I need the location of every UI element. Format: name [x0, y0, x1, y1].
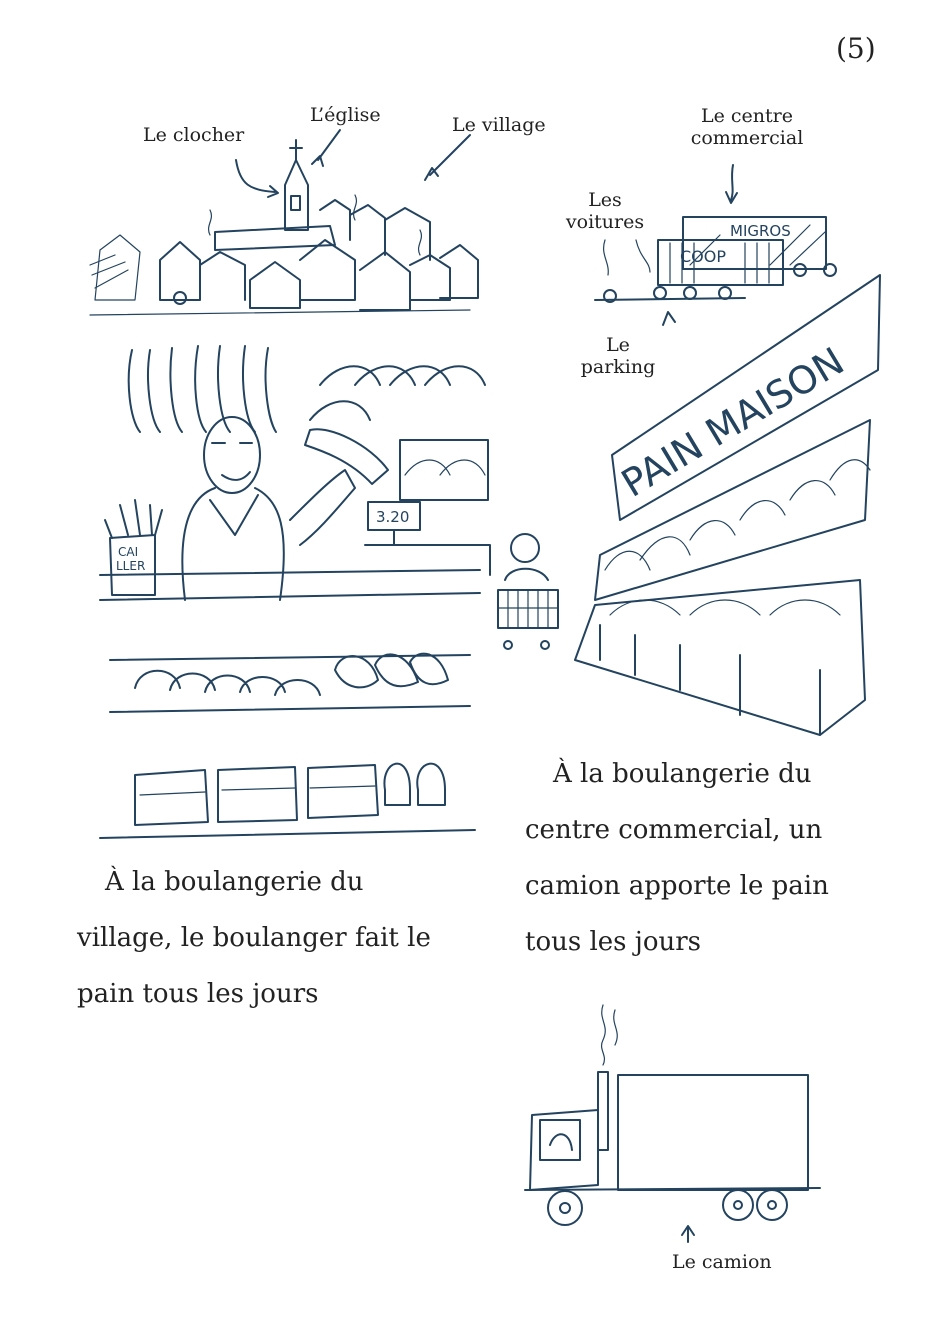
shopping-centre-drawing: MIGROS COOP: [594, 164, 837, 326]
label-village: Le village: [452, 114, 546, 136]
label-camion: Le camion: [672, 1251, 772, 1273]
paragraph-line: centre commercial, un: [525, 815, 823, 845]
paragraph-centre: À la boulangerie du centre commercial, u…: [525, 746, 829, 970]
label-centre-commercial: Le centre commercial: [685, 105, 809, 149]
label-voitures-line2: voitures: [565, 211, 645, 233]
page-number: (5): [836, 32, 876, 65]
paragraph-line: À la boulangerie du: [553, 759, 812, 789]
cailler-box-text-2: LLER: [116, 559, 145, 573]
paragraph-line: village, le boulanger fait le: [77, 923, 431, 953]
label-voitures: Les voitures: [560, 189, 650, 233]
paragraph-line: camion apporte le pain: [525, 871, 829, 901]
label-eglise: L’église: [310, 104, 381, 126]
paragraph-line: tous les jours: [525, 927, 701, 957]
village-drawing: [89, 129, 479, 316]
truck-drawing: [524, 1004, 821, 1243]
label-centre-commercial-line2: commercial: [690, 127, 804, 149]
paragraph-line: À la boulangerie du: [105, 867, 364, 897]
label-clocher: Le clocher: [143, 124, 245, 146]
label-parking-line1: Le: [606, 334, 630, 356]
label-voitures-line1: Les: [588, 189, 622, 211]
coop-sign: COOP: [680, 247, 726, 266]
cailler-box-text-1: CAI: [118, 545, 138, 559]
supermarket-bakery-drawing: PAIN MAISON: [497, 274, 881, 736]
label-parking: Le parking: [573, 334, 663, 378]
label-parking-line2: parking: [580, 356, 656, 378]
label-centre-commercial-line1: Le centre: [701, 105, 793, 127]
paragraph-line: pain tous les jours: [77, 979, 319, 1009]
price-display: 3.20: [376, 508, 409, 526]
village-bakery-drawing: 3.20 CAI LLER: [99, 345, 491, 839]
paragraph-village: À la boulangerie du village, le boulange…: [77, 854, 431, 1022]
migros-sign: MIGROS: [730, 222, 791, 240]
